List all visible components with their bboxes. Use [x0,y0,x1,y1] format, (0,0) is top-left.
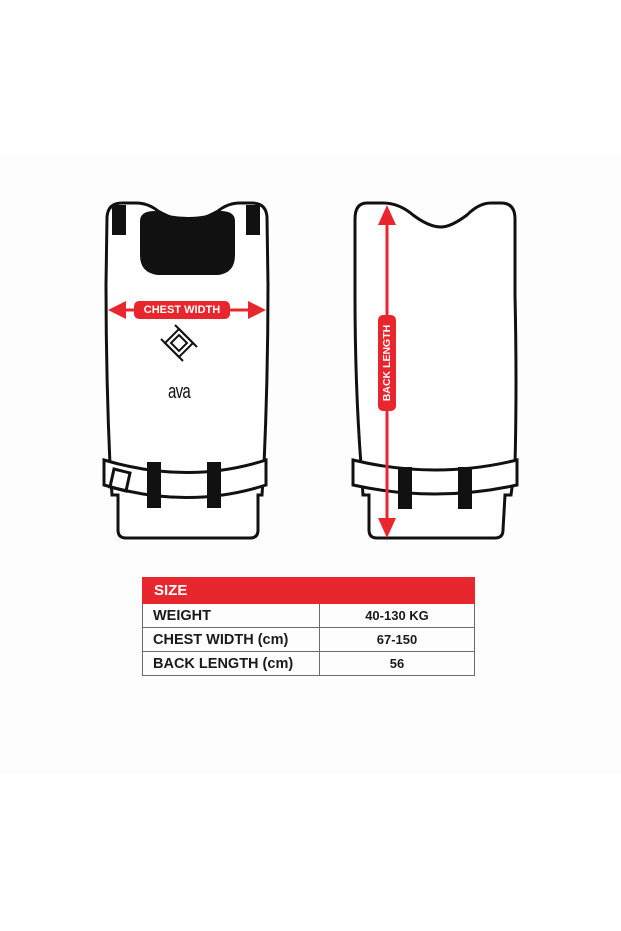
size-table: SIZE WEIGHT 40-130 KG CHEST WIDTH (cm) 6… [142,577,475,676]
table-row: CHEST WIDTH (cm) 67-150 [142,627,475,652]
background-band [0,154,621,775]
front-vest-drawing [102,201,270,540]
row-value-chest-width: 67-150 [319,627,475,652]
brand-logo-text: ava [168,381,191,403]
row-label-chest-width: CHEST WIDTH (cm) [142,627,320,652]
right-shoulder-strap [246,205,260,235]
size-table-title: SIZE [142,577,475,604]
table-row: WEIGHT 40-130 KG [142,603,475,628]
row-label-weight: WEIGHT [142,603,320,628]
vest-back-outline [353,201,518,540]
back-vest-drawing [351,201,519,540]
left-shoulder-strap [112,205,126,235]
table-row: BACK LENGTH (cm) 56 [142,651,475,676]
diamond-knot-logo-icon [160,324,198,362]
waist-belt [102,457,268,508]
chest-width-arrow [108,301,266,319]
back-vest-illustration: BACK LENGTH [345,195,525,545]
belt-buckle-icon [108,467,132,493]
front-vest-illustration: CHEST WIDTH ava [100,195,275,545]
back-length-label: BACK LENGTH [381,324,393,402]
size-table-header: SIZE [142,577,475,604]
neck-opening [140,211,235,275]
row-label-back-length: BACK LENGTH (cm) [142,651,320,676]
row-value-back-length: 56 [319,651,475,676]
waist-belt [351,458,519,509]
chest-width-label: CHEST WIDTH [143,304,221,316]
row-value-weight: 40-130 KG [319,603,475,628]
back-length-arrow [378,205,396,538]
